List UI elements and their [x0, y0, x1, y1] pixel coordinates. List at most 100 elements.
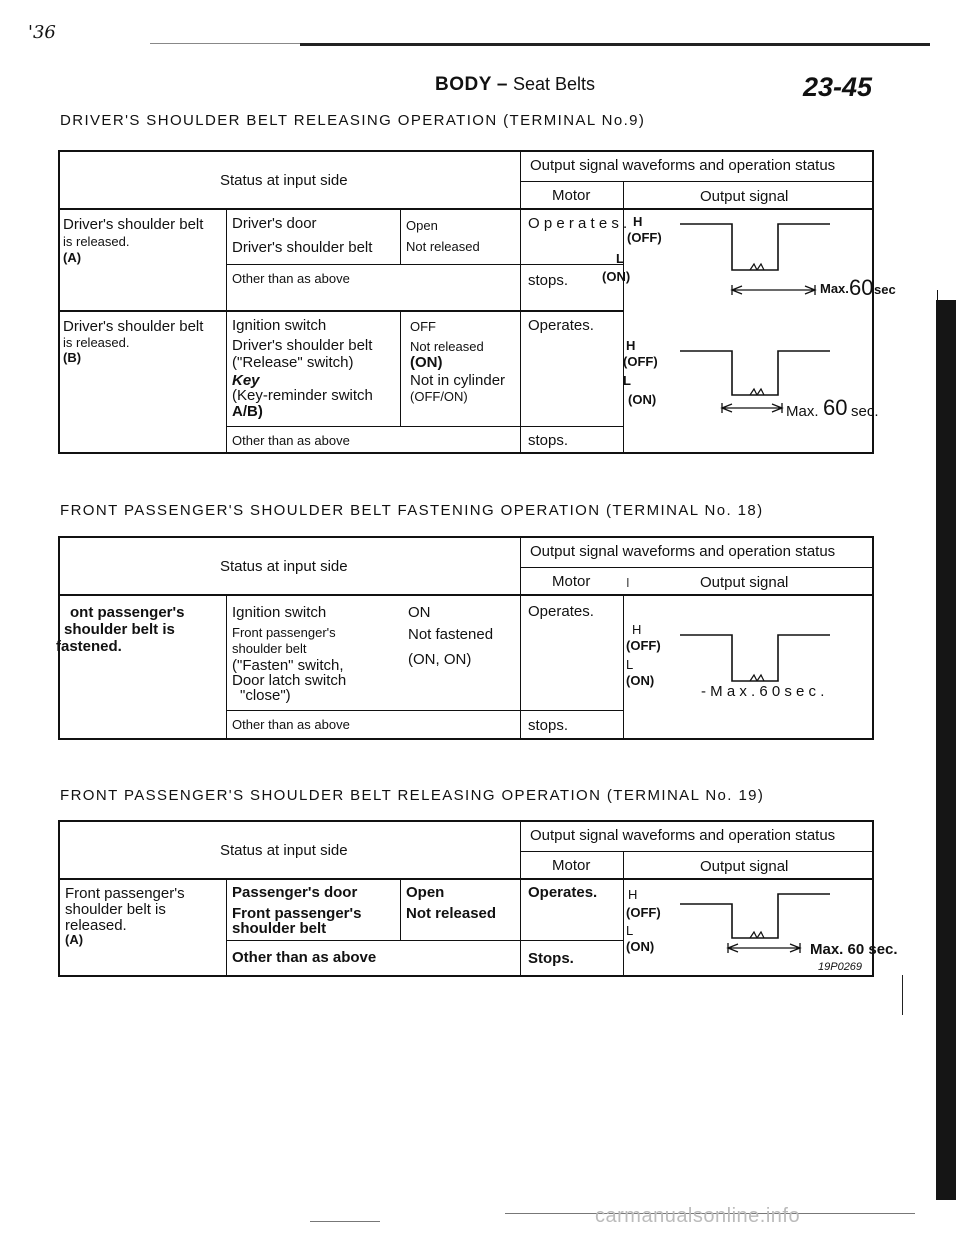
item-2: Front passenger's — [232, 905, 362, 922]
val-2: Not fastened — [408, 626, 494, 643]
cond-b-line2: is released. — [63, 335, 130, 350]
item-b-2: Driver's shoulder belt — [232, 337, 373, 354]
other-a: Other than as above — [232, 271, 350, 286]
page-number: 23-45 — [802, 72, 872, 102]
motor-a-other: stops. — [528, 272, 569, 289]
footer-rule-left — [310, 1221, 380, 1222]
wave-on: (ON) — [626, 939, 655, 954]
waveform — [680, 893, 830, 953]
binding-spine — [936, 300, 956, 1200]
wave-max: - M a x . 6 0 s e c . — [701, 683, 825, 700]
other: Other than as above — [232, 949, 377, 966]
header-signal: Output signal — [700, 188, 789, 205]
table-passenger-fasten: Status at input side Output signal wavef… — [56, 536, 874, 740]
section2-title: FRONT PASSENGER'S SHOULDER BELT FASTENIN… — [60, 502, 764, 519]
watermark: carmanualsonline.info — [595, 1205, 801, 1227]
subtitle: Seat Belts — [513, 74, 596, 94]
wave-off: (OFF) — [626, 905, 661, 920]
corner-mark: '36 — [28, 22, 56, 43]
wave-h: H — [628, 887, 638, 902]
header-waveforms: Output signal waveforms and operation st… — [530, 157, 836, 174]
wave-a-num: 60 — [849, 275, 874, 300]
motor: Operates. — [528, 603, 594, 620]
item-4: ("Fasten" switch, — [232, 657, 344, 674]
wave-off: (OFF) — [626, 638, 661, 653]
item-3: shoulder belt — [232, 920, 327, 937]
table-passenger-release: Status at input side Output signal wavef… — [58, 820, 898, 977]
wave-b-on: (ON) — [628, 392, 657, 407]
header-waveforms: Output signal waveforms and operation st… — [530, 543, 836, 560]
item-a-2: Driver's shoulder belt — [232, 239, 373, 256]
item-a-1: Driver's door — [232, 215, 317, 232]
cond-a-line2: is released. — [63, 234, 130, 249]
item-2: Front passenger's — [232, 625, 336, 640]
val-a-2: Not released — [406, 239, 480, 254]
header-status: Status at input side — [220, 172, 348, 189]
val-b-5: (OFF/ON) — [410, 389, 468, 404]
section1-title: DRIVER'S SHOULDER BELT RELEASING OPERATI… — [60, 112, 646, 129]
item-b-4: Key — [232, 372, 260, 389]
motor-other: Stops. — [528, 950, 574, 967]
header-status: Status at input side — [220, 558, 348, 575]
motor-a: O p e r a t e s . — [528, 215, 628, 232]
val-b-1: OFF — [410, 319, 436, 334]
footer-rule-right — [505, 1213, 915, 1214]
wave-b-unit: sec. — [851, 403, 879, 420]
item-6: "close") — [240, 687, 291, 704]
wave-b-off: (OFF) — [623, 354, 658, 369]
wave-b-num: 60 — [823, 395, 848, 420]
wave-l: L — [626, 657, 634, 672]
header-signal: Output signal — [700, 858, 789, 875]
header-motor: Motor — [552, 187, 591, 204]
cond-line3: fastened. — [56, 638, 122, 655]
item-3: shoulder belt — [232, 641, 307, 656]
wave-b-max: Max. — [786, 403, 819, 420]
wave-h: H — [632, 622, 642, 637]
cond-line1: ont passenger's — [70, 604, 185, 621]
motor: Operates. — [528, 884, 598, 901]
header-signal: Output signal — [700, 574, 789, 591]
val-2: Not released — [406, 905, 497, 922]
cond-line3: released. — [65, 917, 127, 934]
cond-b-line1: Driver's shoulder belt — [63, 318, 204, 335]
page-title: BODY – Seat Belts — [435, 74, 595, 96]
wave-on: (ON) — [626, 673, 655, 688]
wave-a-unit: sec — [874, 282, 896, 297]
wave-a-h: H — [633, 214, 643, 229]
item-1: Passenger's door — [232, 884, 358, 901]
motor-b: Operates. — [528, 317, 594, 334]
wave-a-l: L — [616, 251, 624, 266]
cond-line2: shoulder belt is — [65, 901, 166, 918]
section3-title: FRONT PASSENGER'S SHOULDER BELT RELEASIN… — [60, 787, 765, 804]
wave-max: Max. 60 sec. — [810, 941, 898, 958]
cond-a-line1: Driver's shoulder belt — [63, 216, 204, 233]
wave-a-on: (ON) — [602, 269, 631, 284]
waveform — [680, 634, 830, 682]
other-b: Other than as above — [232, 433, 350, 448]
title-dash: – — [496, 74, 508, 95]
header-motor: Motor — [552, 857, 591, 874]
wave-b-h: H — [626, 338, 636, 353]
cond-a-line3: (A) — [63, 250, 82, 265]
val-b-2: Not released — [410, 339, 484, 354]
wave-a-off: (OFF) — [627, 230, 662, 245]
val-a-1: Open — [406, 218, 438, 233]
val-1: Open — [406, 884, 445, 901]
header-status: Status at input side — [220, 842, 348, 859]
cond-line1: Front passenger's — [65, 885, 185, 902]
header-waveforms: Output signal waveforms and operation st… — [530, 827, 836, 844]
waveform-b — [680, 350, 830, 413]
top-rule-thin — [150, 43, 300, 44]
section-name: BODY — [435, 74, 492, 95]
val-3: (ON, ON) — [408, 651, 472, 668]
motor-other: stops. — [528, 717, 569, 734]
wave-a-max: Max. — [820, 281, 849, 296]
cond-b-line3: (B) — [63, 350, 82, 365]
cond-line2: shoulder belt is — [64, 621, 175, 638]
item-b-1: Ignition switch — [232, 317, 327, 334]
wave-l: L — [626, 923, 634, 938]
spine-tick — [902, 975, 903, 1015]
val-b-3: (ON) — [410, 354, 443, 371]
val-1: ON — [408, 604, 431, 621]
figure-code: 19P0269 — [818, 961, 863, 973]
